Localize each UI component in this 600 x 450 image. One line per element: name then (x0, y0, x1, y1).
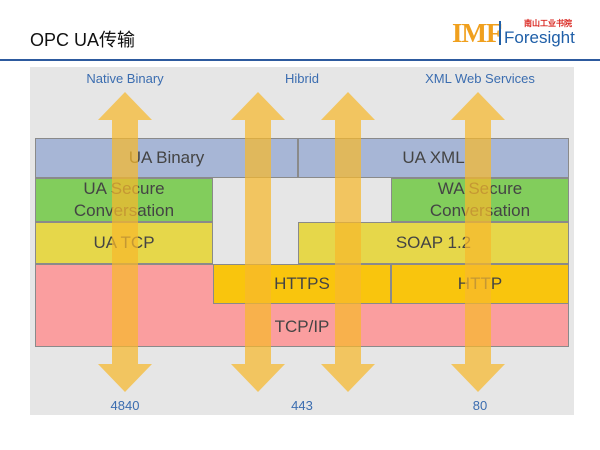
label-hibrid: Hibrid (285, 71, 319, 86)
port-443: 443 (291, 398, 313, 413)
slide-title: OPC UA传输 (30, 30, 136, 50)
port-4840: 4840 (110, 398, 140, 413)
block-ua-tcp: UA TCP (35, 222, 213, 264)
block-wa-secure-conversation: WA Secure Conversation (391, 178, 569, 222)
block-http: HTTP (391, 264, 569, 304)
block-soap: SOAP 1.2 (298, 222, 569, 264)
logo-tagline: 南山工业书院 (524, 19, 572, 28)
logo-name: Foresight (504, 28, 575, 47)
block-ua-xml: UA XML (298, 138, 569, 178)
logo-mark: IMF (452, 18, 502, 48)
label-xml-web-services: XML Web Services (425, 71, 535, 86)
label-native-binary: Native Binary (86, 71, 164, 86)
header-rule (0, 59, 600, 61)
block-ua-binary: UA Binary (35, 138, 298, 178)
logo-divider (499, 21, 501, 45)
imf-foresight-logo: IMF 南山工业书院 Foresight (452, 18, 582, 48)
port-80: 80 (472, 398, 488, 413)
block-https: HTTPS (213, 264, 391, 304)
block-ua-secure-conversation: UA Secure Conversation (35, 178, 213, 222)
